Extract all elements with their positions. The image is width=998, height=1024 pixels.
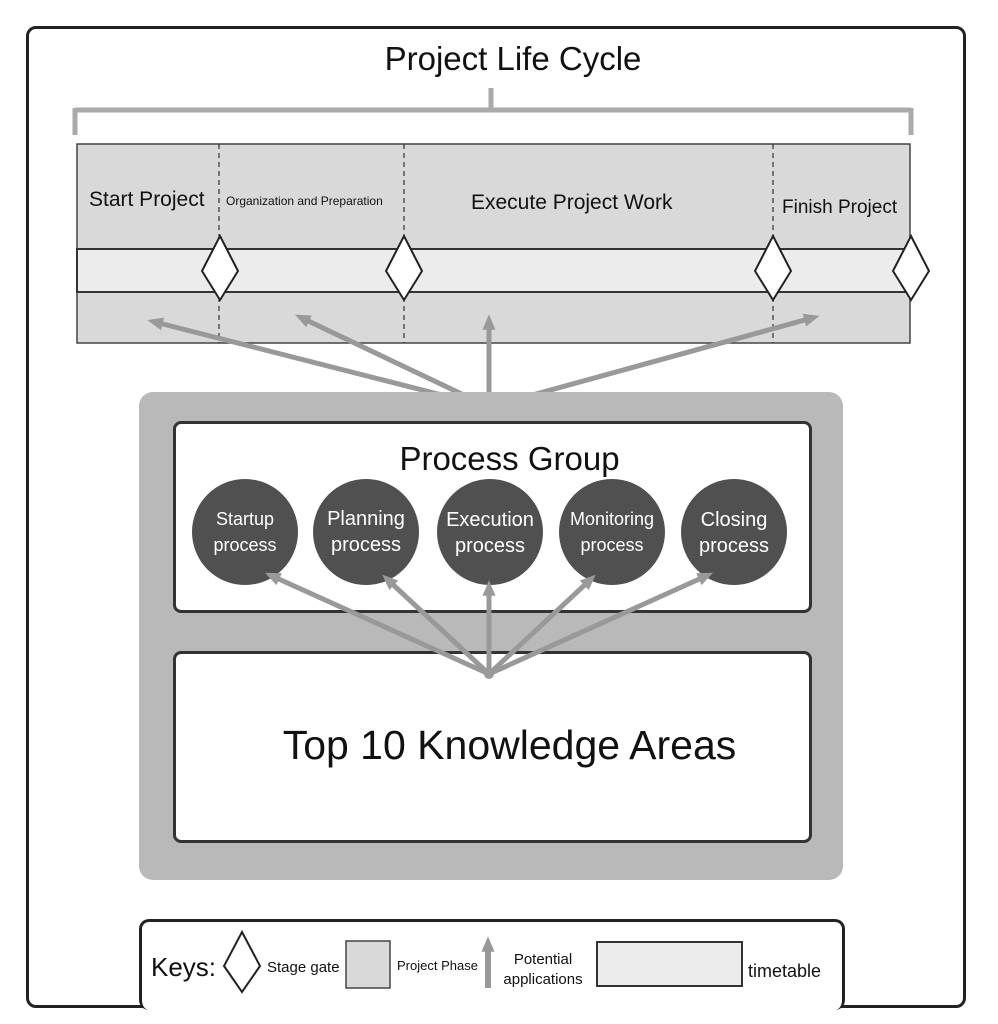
key-timetable-label: timetable <box>748 961 822 981</box>
monitoring-process-circle <box>559 479 665 585</box>
process-circles-layer <box>192 479 787 679</box>
planning-process-label: Planning process <box>327 508 405 556</box>
life-cycle-bracket <box>72 88 914 135</box>
arrow-to-closing <box>487 572 714 677</box>
stage-gate-4 <box>891 233 931 302</box>
key-project-phase-label: Project Phase <box>397 958 478 973</box>
closing-process-label: Closing process <box>698 509 770 557</box>
planning-process-circle <box>313 479 419 585</box>
key-stage-gate-label: Stage gate <box>267 959 340 976</box>
startup-process-circle <box>192 479 298 585</box>
arrow-to-monitoring <box>487 574 596 676</box>
key-project-phase-swatch <box>345 940 391 989</box>
key-timetable-swatch <box>596 941 743 987</box>
monitoring-process-label: Monitoring process <box>569 509 655 555</box>
diagram-title: Project Life Cycle <box>384 40 642 77</box>
arrow-to-startup <box>264 572 491 677</box>
knowledge-areas-box <box>173 651 812 843</box>
stage-gate-1 <box>200 233 240 302</box>
closing-process-circle <box>681 479 787 585</box>
phase-organization-preparation: Organization and Preparation <box>226 194 383 208</box>
execution-process-label: Execution process <box>446 509 534 557</box>
arrow-origin-bottom <box>484 669 494 679</box>
phase-finish-project: Finish Project <box>782 197 898 218</box>
process-group-title: Process Group <box>399 440 620 477</box>
knowledge-areas-title: Top 10 Knowledge Areas <box>282 722 737 768</box>
startup-process-label: Startup process <box>213 509 277 555</box>
life-cycle-band <box>72 88 931 412</box>
stage-gate-3 <box>753 233 793 302</box>
execution-process-circle <box>437 479 543 585</box>
key-stage-gate-icon <box>222 929 262 994</box>
phase-start-project: Start Project <box>89 188 205 211</box>
keys-title: Keys: <box>151 952 217 982</box>
keys-symbols <box>222 929 743 994</box>
stage-gate-2 <box>384 233 424 302</box>
key-potential-applications-label: Potential applications <box>503 951 583 988</box>
arrow-to-planning <box>382 574 491 676</box>
phase-execute-project-work: Execute Project Work <box>471 191 673 214</box>
